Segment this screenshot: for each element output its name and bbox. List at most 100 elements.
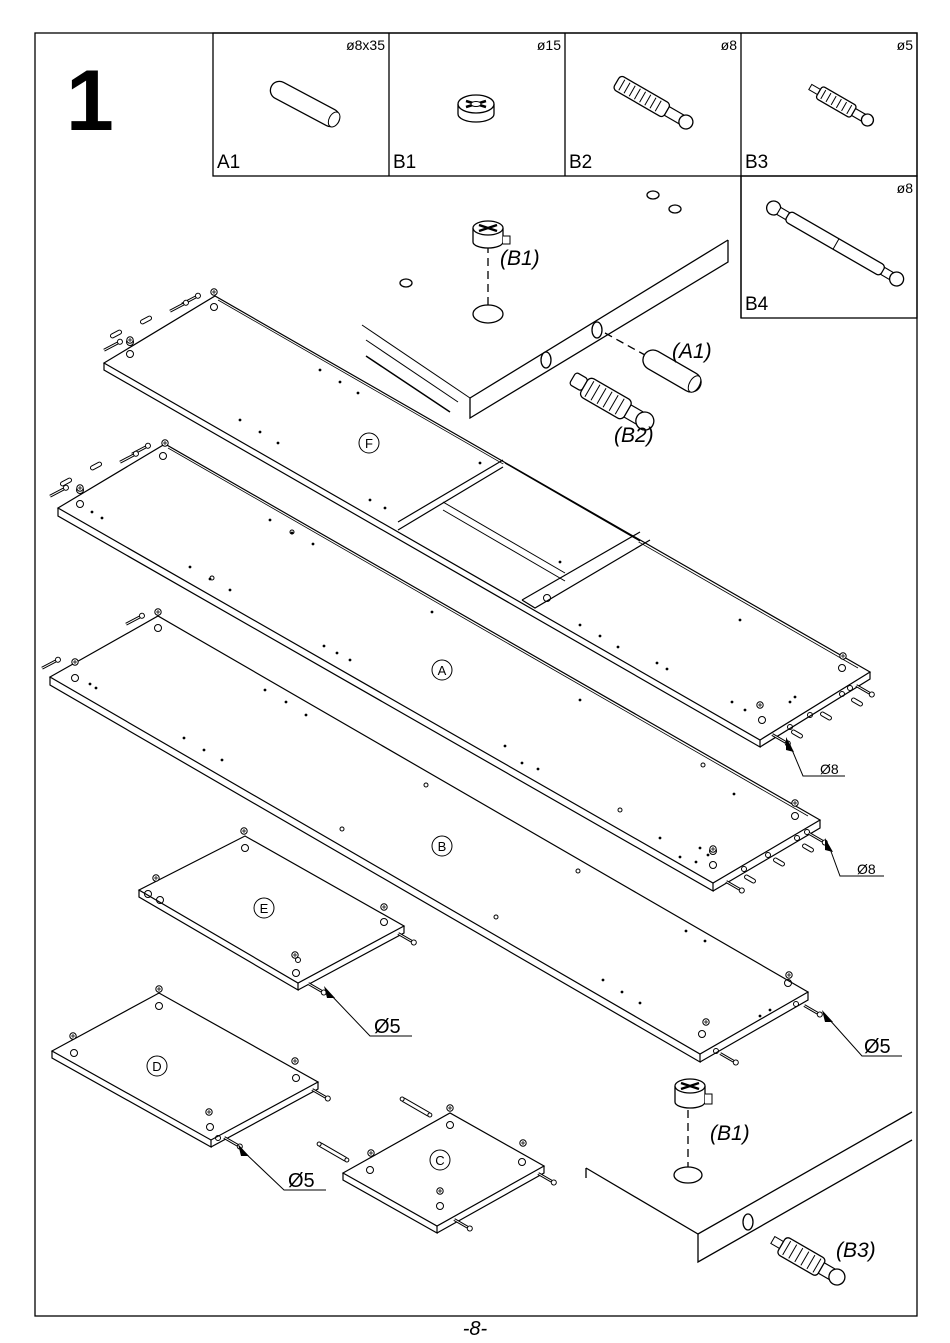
dowel-icon: [819, 710, 833, 722]
cam-icon: [380, 903, 388, 911]
fitting-b3-size: ø5: [897, 37, 914, 53]
fitting-b2: ø8 B2: [569, 37, 737, 173]
fitting-b2-size: ø8: [721, 37, 738, 53]
fitting-b1-size: ø15: [537, 37, 561, 53]
fitting-b4: ø8 B4: [745, 180, 913, 315]
dowel-icon: [772, 856, 786, 868]
drill-label-d5-e-text: Ø5: [374, 1016, 401, 1038]
panel-a-holes: [90, 510, 736, 864]
drill-label-d5-d: Ø5: [238, 1144, 326, 1192]
bolt-icon: [723, 877, 747, 896]
fittings-table: ø8x35 A1 ø15 B1 ø8: [212, 32, 918, 319]
cam-icon: [702, 1018, 710, 1026]
cam-icon: [791, 799, 799, 807]
step-number: 1: [66, 53, 114, 149]
bolt-icon: [853, 681, 877, 700]
callout-b1-bottom: (B1): [710, 1122, 750, 1145]
fitting-a1: ø8x35 A1: [217, 37, 385, 173]
panel-b-letter: B: [438, 839, 447, 854]
bolt-icon: [39, 654, 63, 672]
fitting-b4-code: B4: [745, 294, 769, 315]
dowel-icon: [850, 696, 864, 708]
bolt-icon: [395, 929, 419, 948]
cam-icon: [709, 845, 717, 853]
cam-icon: [126, 336, 134, 344]
cam-icon: [161, 439, 169, 447]
callout-a1: (A1): [672, 340, 712, 363]
cam-icon: [205, 1108, 213, 1116]
dowel-icon: [790, 728, 804, 740]
panel-d-label: D: [146, 1055, 168, 1077]
fitting-b1-code: B1: [393, 152, 416, 173]
dowel-icon: [109, 328, 123, 340]
drill-label-d5-e: Ø5: [324, 986, 412, 1038]
cam-icon: [446, 1104, 454, 1112]
panel-c: [341, 1112, 546, 1235]
double-cam-bolt-icon: [316, 1141, 350, 1163]
cam-icon: [436, 1187, 444, 1195]
bolt-icon: [305, 979, 329, 998]
cam-icon: [519, 1139, 527, 1147]
double-cam-bolt-icon: [765, 200, 905, 287]
panel-a-label: A: [431, 659, 453, 681]
cam-icon: [240, 827, 248, 835]
fitting-b2-code: B2: [569, 152, 592, 173]
cam-bolt-icon: [613, 75, 694, 130]
panel-f-letter: F: [365, 436, 373, 451]
bolt-icon: [451, 1215, 475, 1234]
double-cam-bolt-icon: [399, 1096, 433, 1118]
cam-bolt-small-icon: [808, 83, 875, 127]
panel-f: [102, 295, 872, 749]
bolt-icon: [309, 1085, 333, 1104]
bolt-icon: [717, 1049, 741, 1068]
dowel-icon: [269, 80, 341, 128]
callout-b2: (B2): [614, 424, 654, 447]
panel-c-label: C: [429, 1149, 451, 1171]
drill-label-d8-lower: Ø8: [825, 838, 884, 877]
page-number: -8-: [462, 1318, 488, 1340]
drill-label-d5-b-text: Ø5: [864, 1036, 891, 1058]
panel-b-holes: [88, 682, 772, 1018]
fitting-b1: ø15 B1: [393, 37, 561, 173]
cam-bolt-small-icon: [770, 1235, 846, 1286]
drill-label-d5-d-text: Ø5: [288, 1170, 315, 1192]
dowel-icon: [642, 349, 702, 393]
cam-lock-icon: [457, 94, 495, 123]
cam-lock-icon: [674, 1078, 713, 1109]
cam-bolt-icon: [569, 372, 655, 431]
fitting-b3: ø5 B3: [745, 37, 913, 173]
cam-icon: [69, 1032, 77, 1040]
panel-b-label: B: [431, 835, 453, 857]
cam-icon: [154, 608, 162, 616]
panel-d: [50, 992, 320, 1149]
cam-icon: [367, 1149, 375, 1157]
cam-icon: [210, 288, 218, 296]
fitting-a1-size: ø8x35: [346, 37, 385, 53]
cam-icon: [155, 985, 163, 993]
cam-icon: [152, 874, 160, 882]
panel-d-letter: D: [152, 1059, 161, 1074]
bottom-detail: [585, 1110, 913, 1264]
drill-label-d8-upper-text: Ø8: [820, 761, 839, 777]
drill-label-d8-upper: Ø8: [786, 737, 845, 777]
cam-icon: [291, 951, 299, 959]
cam-icon: [839, 652, 847, 660]
dowel-icon: [743, 873, 757, 885]
dowel-icon: [139, 314, 153, 326]
top-detail: [361, 190, 729, 420]
drill-label-d5-b: Ø5: [822, 1010, 902, 1058]
panel-c-letter: C: [435, 1153, 444, 1168]
panel-a-letter: A: [438, 663, 447, 678]
bolt-icon: [535, 1169, 559, 1188]
panel-e-label: E: [253, 897, 275, 919]
dowel-icon: [801, 842, 815, 854]
callout-b1-top: (B1): [500, 247, 540, 270]
panel-b: [48, 615, 810, 1064]
cam-icon: [785, 971, 793, 979]
cam-icon: [756, 701, 764, 709]
cam-icon: [71, 658, 79, 666]
fitting-b4-size: ø8: [897, 180, 914, 196]
panel-f-holes: [238, 368, 797, 712]
cam-icon: [76, 484, 84, 492]
